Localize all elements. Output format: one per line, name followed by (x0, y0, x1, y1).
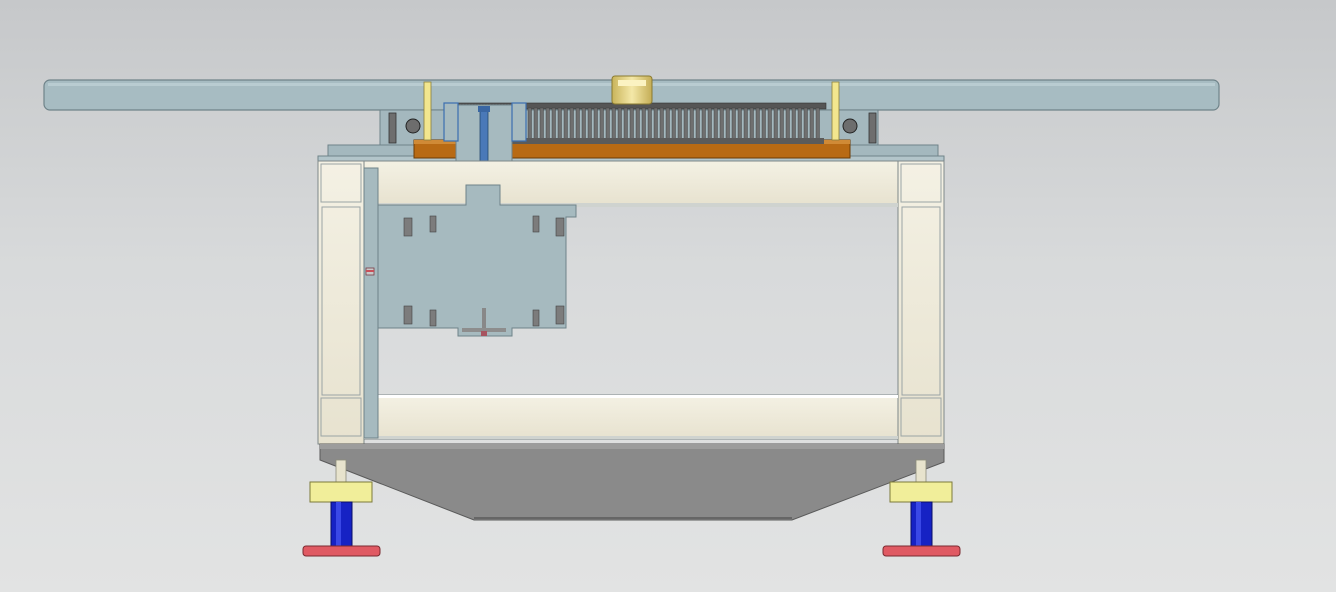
gear-tooth (545, 107, 550, 141)
gear-tooth (653, 107, 658, 141)
gear-tooth (593, 107, 598, 141)
gear-tooth (575, 107, 580, 141)
gear-tooth (641, 107, 646, 141)
gear-tooth (611, 107, 616, 141)
gear-tooth (659, 107, 664, 141)
gear-tooth (797, 107, 802, 141)
gear-tooth (791, 107, 796, 141)
gear-tooth (557, 107, 562, 141)
gear-tooth (737, 107, 742, 141)
gear-tooth (815, 107, 820, 141)
gear-tooth (767, 107, 772, 141)
motor-gearbox (363, 167, 577, 439)
gear-tooth (785, 107, 790, 141)
gear-tooth (617, 107, 622, 141)
alignment-pins (388, 81, 877, 144)
gear-tooth (713, 107, 718, 141)
gear-tooth (701, 107, 706, 141)
gear-tooth (773, 107, 778, 141)
gear-tooth (695, 107, 700, 141)
gear-tooth (725, 107, 730, 141)
hopper (319, 443, 945, 521)
gear-tooth (569, 107, 574, 141)
gear-tooth (779, 107, 784, 141)
gear-tooth (533, 107, 538, 141)
top-cap (611, 75, 653, 105)
gear-tooth (677, 107, 682, 141)
gear-tooth (647, 107, 652, 141)
gear-tooth (731, 107, 736, 141)
gear-ring (445, 102, 827, 144)
gear-tooth (551, 107, 556, 141)
gear-tooth (689, 107, 694, 141)
gear-tooth (563, 107, 568, 141)
gear-tooth (803, 107, 808, 141)
gear-tooth (755, 107, 760, 141)
gear-tooth (599, 107, 604, 141)
gear-tooth (809, 107, 814, 141)
gear-tooth (581, 107, 586, 141)
gear-tooth (539, 107, 544, 141)
gear-tooth (743, 107, 748, 141)
gear-tooth (683, 107, 688, 141)
gear-tooth (623, 107, 628, 141)
leveling-foot-right (882, 459, 961, 557)
frame (317, 160, 945, 445)
gear-tooth (761, 107, 766, 141)
gear-tooth (635, 107, 640, 141)
gear-tooth (749, 107, 754, 141)
gear-tooth (527, 107, 532, 141)
gear-tooth (629, 107, 634, 141)
gear-tooth (719, 107, 724, 141)
gear-tooth (605, 107, 610, 141)
gear-tooth (707, 107, 712, 141)
gear-tooth (665, 107, 670, 141)
gear-tooth (671, 107, 676, 141)
leveling-foot-left (302, 459, 381, 557)
gear-tooth (587, 107, 592, 141)
